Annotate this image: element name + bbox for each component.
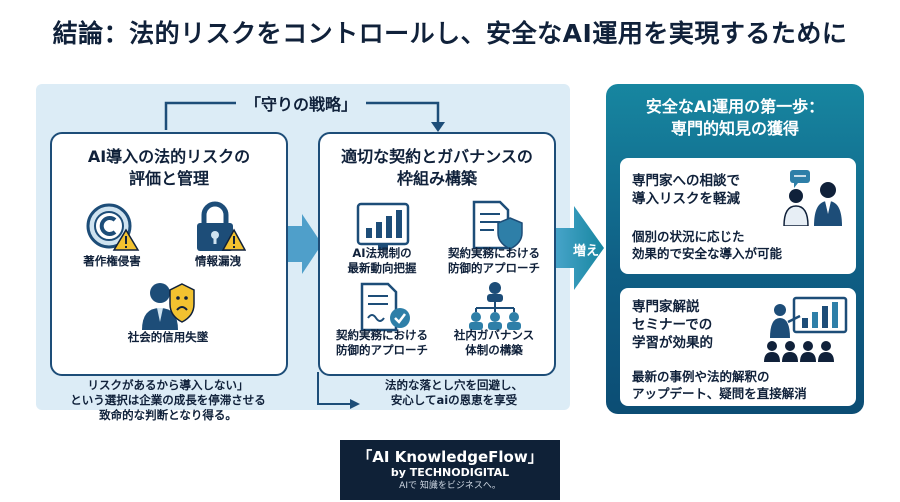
copyright-warning-icon [86, 203, 140, 251]
seminar-heading: 専門家解説 セミナーでの 学習が効果的 [632, 298, 713, 352]
consultation-people-icon [783, 170, 842, 226]
item-contract-line1: 契約実務における [336, 328, 428, 342]
item-governance-line1: 社内ガバナンス [453, 328, 535, 342]
right-title-line1: 安全なAI運用の第一歩： [645, 97, 825, 116]
item-defensive-line2: 防御的アプローチ [448, 261, 540, 275]
item-copyright-label: 著作権侵害 [83, 254, 141, 268]
seminar-body-line2: アップデート、疑問を直接解消 [632, 386, 807, 401]
item-governance-line2: 体制の構築 [465, 343, 523, 357]
center-note-line2: 安心してaiの恩恵を享受 [390, 393, 518, 407]
trend-chart-icon [356, 202, 410, 250]
center-benefit-note: 法的な落とし穴を回避し、 安心してaiの恩恵を享受 [354, 378, 554, 408]
left-warning-note: リスクがあるから導入しない」 という選択は企業の成長を停滞させる 致命的な判断と… [38, 378, 298, 423]
brand-name: 「AI KnowledgeFlow」 [357, 448, 543, 466]
seminar-card: 専門家解説 セミナーでの 学習が効果的 最新の事例や法的解釈の アップデート、疑… [620, 288, 856, 406]
contract-check-icon [360, 282, 410, 332]
seminar-heading-line3: 学習が効果的 [632, 335, 713, 351]
seminar-heading-line2: セミナーでの [632, 317, 713, 333]
brand-footer: 「AI KnowledgeFlow」 by TECHNODIGITAL AIで … [340, 440, 560, 500]
consult-body-line2: 効果的で安全な導入が可能 [632, 246, 783, 261]
consult-body: 個別の状況に応じた 効果的で安全な導入が可能 [632, 228, 782, 262]
item-defensive-line1: 契約実務における [448, 246, 540, 260]
risk-box-title-line1: AI導入の法的リスクの [87, 147, 251, 166]
governance-box-title-line2: 枠組み構築 [396, 169, 477, 188]
item-regulation-line2: 最新動向把握 [347, 261, 417, 275]
defense-strategy-label: 「守りの戦略」 [236, 91, 366, 115]
risk-box-title-line2: 評価と管理 [128, 169, 209, 188]
arrow-label: 増え [572, 244, 599, 259]
person-frown-icon [142, 283, 195, 330]
right-title-line2: 専門的知見の獲得 [670, 119, 799, 138]
brand-by: by TECHNODIGITAL [390, 466, 510, 479]
seminar-presentation-icon [764, 296, 848, 362]
center-note-line1: 法的な落とし穴を回避し、 [385, 378, 523, 392]
consult-heading: 専門家への相談で 導入リスクを軽減 [632, 172, 740, 208]
seminar-heading-line1: 専門家解説 [632, 299, 700, 315]
left-note-line1: リスクがあるから導入しない」 [87, 378, 249, 392]
consult-heading-line1: 専門家への相談で [632, 173, 740, 189]
governance-box: 適切な契約とガバナンスの 枠組み構築 AI法規制の 最新動向把握 契約実務におけ… [318, 132, 556, 376]
center-note-arrowhead [350, 399, 360, 409]
org-chart-icon [469, 282, 521, 330]
right-panel-title: 安全なAI運用の第一歩： 専門的知見の獲得 [606, 96, 864, 140]
seminar-body: 最新の事例や法的解釈の アップデート、疑問を直接解消 [632, 368, 807, 402]
consult-card: 専門家への相談で 導入リスクを軽減 個別の状況に応じた 効果的で安全な導入が可能 [620, 158, 856, 274]
padlock-warning-icon [197, 201, 246, 251]
page-title: 結論：法的リスクをコントロールし、安全なAI運用を実現するために [52, 19, 848, 48]
left-note-line3: 致命的な判断となり得る。 [99, 408, 237, 422]
risk-assessment-box: AI導入の法的リスクの 評価と管理 著作権侵害 情報漏洩 社会的信用失墜 [50, 132, 288, 376]
defense-loop-arrowhead [431, 122, 445, 132]
item-leak-label: 情報漏洩 [195, 254, 241, 268]
document-shield-icon [472, 200, 523, 250]
consult-heading-line2: 導入リスクを軽減 [632, 191, 740, 207]
left-note-line2: という選択は企業の成長を停滞させる [70, 393, 266, 407]
governance-box-title-line1: 適切な契約とガバナンスの [341, 147, 533, 166]
item-regulation-line1: AI法規制の [352, 246, 412, 260]
brand-tagline: AIで 知識をビジネスへ。 [399, 481, 501, 491]
arrow-box1-to-box2 [288, 214, 322, 274]
seminar-body-line1: 最新の事例や法的解釈の [632, 369, 770, 384]
item-contract-line2: 防御的アプローチ [336, 343, 428, 357]
center-note-line [317, 372, 352, 405]
item-reputation-label: 社会的信用失墜 [127, 330, 209, 344]
consult-body-line1: 個別の状況に応じた [632, 229, 745, 244]
